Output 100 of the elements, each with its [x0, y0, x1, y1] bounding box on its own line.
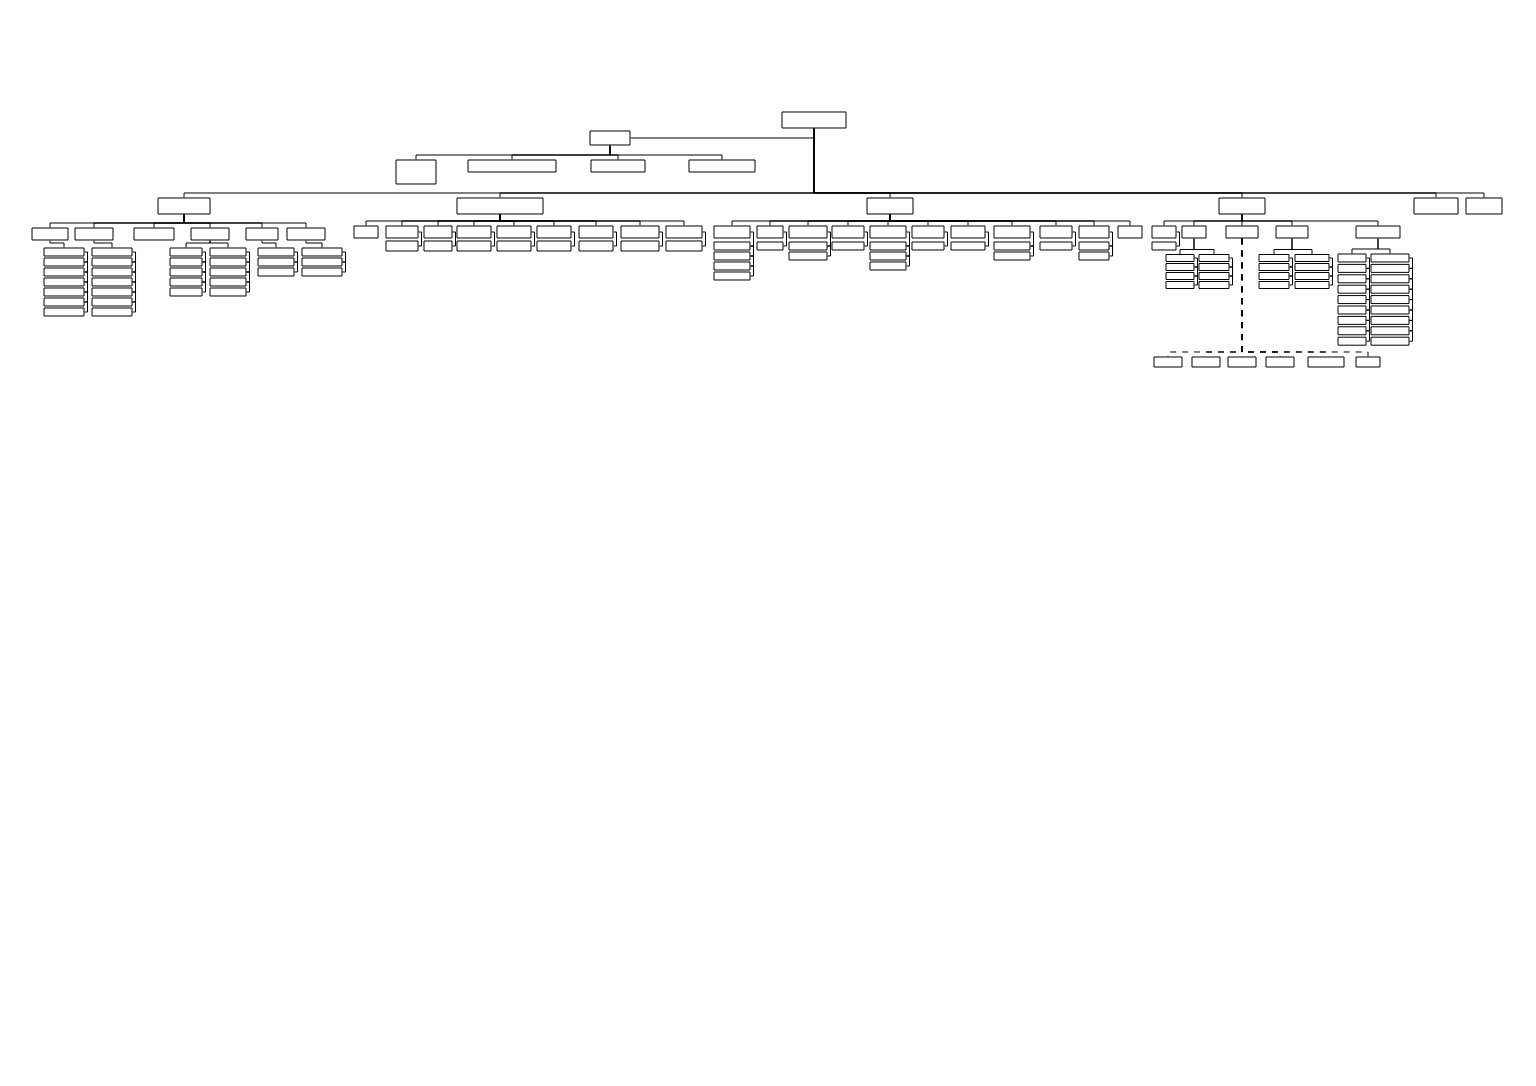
- org-box: [1355, 225, 1401, 239]
- org-box: [1078, 241, 1110, 251]
- org-box: [950, 225, 986, 239]
- org-box: [257, 267, 295, 277]
- connector-line: [202, 271, 206, 283]
- org-box: [1078, 225, 1110, 239]
- connector-line: [1289, 266, 1293, 277]
- connector-line: [1229, 257, 1233, 268]
- org-box: [423, 240, 453, 252]
- org-box: [1258, 281, 1290, 289]
- org-box: [713, 251, 751, 261]
- org-box: [1337, 295, 1367, 305]
- org-box: [385, 225, 419, 239]
- org-box: [1151, 241, 1177, 251]
- org-box: [257, 247, 295, 257]
- connector-line: [659, 231, 663, 247]
- org-box: [43, 287, 85, 297]
- org-box: [91, 307, 133, 317]
- org-box: [301, 257, 343, 267]
- connector-line: [183, 214, 307, 228]
- org-box: [590, 159, 646, 173]
- org-box: [1294, 281, 1330, 289]
- org-box: [1198, 281, 1230, 289]
- org-box: [43, 257, 85, 267]
- connector-line: [418, 231, 422, 247]
- connector-line: [906, 255, 910, 267]
- connector-line: [1229, 266, 1233, 277]
- org-box: [713, 271, 751, 281]
- org-box: [91, 277, 133, 287]
- connector-line: [1193, 214, 1243, 226]
- org-box: [1165, 281, 1195, 289]
- org-box: [157, 197, 211, 215]
- org-box: [209, 277, 247, 287]
- connector-line: [1409, 257, 1413, 269]
- connector-line: [1194, 266, 1198, 277]
- org-box: [133, 227, 175, 241]
- org-box: [43, 247, 85, 257]
- connector-line: [1241, 238, 1369, 357]
- org-box: [169, 287, 203, 297]
- connector-line: [783, 231, 787, 247]
- org-box: [31, 227, 69, 241]
- org-box: [831, 241, 865, 251]
- org-box: [190, 227, 230, 241]
- connector-line: [1030, 245, 1034, 257]
- org-box: [1337, 284, 1367, 294]
- org-box: [1198, 272, 1230, 280]
- connector-line: [132, 261, 136, 273]
- connector-line: [452, 231, 456, 247]
- connector-line: [132, 251, 136, 263]
- connector-line: [1072, 231, 1076, 247]
- org-box: [1165, 254, 1195, 262]
- connector-line: [1377, 238, 1391, 254]
- org-box: [1370, 253, 1410, 263]
- connector-line: [132, 281, 136, 293]
- connector-line: [827, 231, 831, 247]
- connector-line: [609, 145, 723, 160]
- connector-line: [906, 231, 910, 247]
- connector-line: [202, 281, 206, 293]
- connector-line: [1289, 275, 1293, 286]
- connector-line: [1409, 288, 1413, 301]
- org-box: [866, 197, 914, 215]
- org-box: [1294, 263, 1330, 271]
- connector-line: [1241, 214, 1379, 226]
- org-box: [301, 267, 343, 277]
- connector-line: [1329, 275, 1333, 286]
- org-box: [1337, 263, 1367, 273]
- org-box: [209, 267, 247, 277]
- org-box: [1370, 263, 1410, 273]
- org-box: [1039, 225, 1073, 239]
- connector-line: [473, 214, 501, 226]
- org-box: [1258, 263, 1290, 271]
- org-box: [43, 267, 85, 277]
- org-box: [1181, 225, 1207, 239]
- connector-line: [750, 255, 754, 267]
- org-box: [169, 267, 203, 277]
- org-box: [257, 257, 295, 267]
- org-box: [169, 247, 203, 257]
- org-box: [209, 287, 247, 297]
- org-box: [788, 225, 828, 239]
- connector-line: [1329, 257, 1333, 268]
- org-box: [1265, 356, 1295, 368]
- connector-line: [342, 251, 346, 263]
- connector-line: [246, 271, 250, 283]
- org-box: [831, 225, 865, 239]
- org-box: [91, 287, 133, 297]
- org-box: [911, 241, 945, 251]
- connector-line: [202, 251, 206, 263]
- org-box: [869, 261, 907, 271]
- connector-line: [202, 261, 206, 273]
- connector-line: [1366, 267, 1370, 280]
- org-box: [91, 247, 133, 257]
- org-box: [1117, 225, 1143, 239]
- connector-line: [531, 231, 535, 247]
- org-box: [43, 307, 85, 317]
- connector-line: [132, 291, 136, 303]
- connector-line: [1409, 319, 1413, 332]
- org-box: [1198, 254, 1230, 262]
- connector-line: [1409, 330, 1413, 342]
- connector-line: [864, 231, 868, 247]
- org-box: [1151, 225, 1177, 239]
